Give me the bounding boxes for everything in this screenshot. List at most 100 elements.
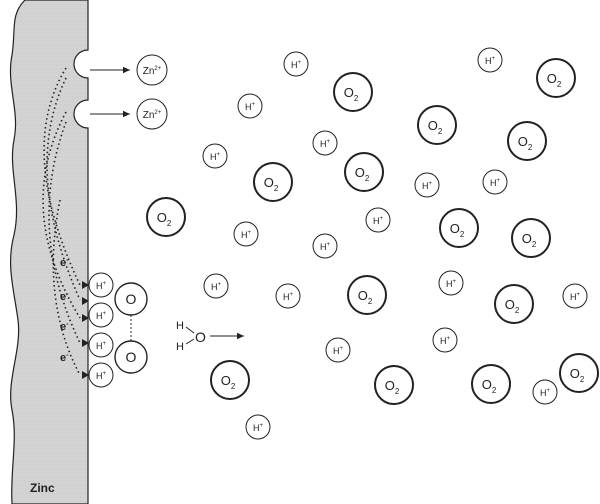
svg-text:O2: O2 (344, 85, 359, 103)
hydrogen-ion (414, 172, 440, 198)
hydrogen-ion (233, 221, 259, 247)
zinc-ions: Zn2+ Zn2+ (90, 54, 168, 130)
electron-label: e- (60, 291, 69, 303)
electron-label: e- (60, 352, 69, 364)
oxygen-molecule (494, 284, 534, 324)
svg-text:H+: H+ (485, 56, 496, 66)
electron-arrowheads (82, 281, 89, 379)
svg-text:H+: H+ (422, 181, 433, 191)
oxygen-atom (114, 282, 148, 316)
hydrogen-ion (283, 51, 309, 77)
svg-text:Zn2+: Zn2+ (143, 110, 162, 121)
svg-text:O2: O2 (157, 210, 172, 228)
svg-text:H+: H+ (440, 336, 451, 346)
electron-path (48, 121, 81, 344)
svg-text:O2: O2 (355, 165, 370, 183)
svg-text:H+: H+ (241, 230, 252, 240)
free-hydrogen-ions: H+ H+ H+ H+ H+ H+ H+ H+ H+ H+ H+ H+ H+ H… (202, 47, 588, 440)
svg-text:O2: O2 (450, 221, 465, 239)
surface-hydrogen-ions: H+ H+ H+ H+ (88, 272, 114, 388)
hydrogen-ion (88, 272, 114, 298)
svg-text:H+: H+ (96, 341, 107, 351)
svg-text:O2: O2 (482, 377, 497, 395)
electron-path (43, 67, 81, 286)
oxygen-molecule (347, 275, 387, 315)
svg-text:H+: H+ (283, 292, 294, 302)
hydrogen-ion (88, 362, 114, 388)
svg-text:Zn2+: Zn2+ (143, 66, 162, 77)
zinc-label: Zinc (30, 481, 55, 495)
hydrogen-ion (245, 414, 271, 440)
electron-label: e- (60, 257, 69, 269)
svg-text:H+: H+ (320, 139, 331, 149)
svg-text:O2: O2 (428, 118, 443, 136)
hydrogen-ion (477, 47, 503, 73)
oxygen-molecule (536, 58, 576, 98)
electron-paths (42, 67, 81, 376)
zinc-ion (136, 98, 168, 130)
svg-text:H+: H+ (490, 178, 501, 188)
oxygen-molecule (146, 197, 186, 237)
svg-text:H+: H+ (320, 242, 331, 252)
svg-text:H+: H+ (446, 279, 457, 289)
hydrogen-ion (432, 327, 458, 353)
svg-text:H: H (176, 341, 184, 353)
oxygen-molecule (333, 72, 373, 112)
svg-text:O2: O2 (358, 288, 373, 306)
hydrogen-ion (312, 233, 338, 259)
svg-text:H+: H+ (96, 281, 107, 291)
svg-text:O2: O2 (518, 134, 533, 152)
oxygen-molecule (417, 105, 457, 145)
hydrogen-ion (482, 169, 508, 195)
hydrogen-ion (562, 283, 588, 309)
hydrogen-ion (325, 337, 351, 363)
svg-text:O2: O2 (522, 231, 537, 249)
hydrogen-ion (237, 93, 263, 119)
svg-text:O2: O2 (570, 366, 585, 384)
hydrogen-ion (88, 302, 114, 328)
svg-text:O2: O2 (264, 175, 279, 193)
hydrogen-ion (202, 143, 228, 169)
oxygen-molecule (439, 208, 479, 248)
oxygen-molecule (471, 364, 511, 404)
hydrogen-ion (532, 379, 558, 405)
svg-text:H+: H+ (373, 216, 384, 226)
electron-path (46, 77, 81, 301)
svg-text:H+: H+ (96, 371, 107, 381)
svg-text:H+: H+ (291, 60, 302, 70)
oxygen-molecule (511, 218, 551, 258)
hydrogen-ion (88, 332, 114, 358)
svg-text:O2: O2 (505, 297, 520, 315)
electron-label: e- (60, 321, 69, 333)
oxygen-atom (114, 340, 148, 374)
surface-oxygen-atoms: O O (114, 282, 148, 374)
electrons: e- e- e- e- (60, 257, 69, 364)
hydrogen-ion (203, 273, 229, 299)
electron-path (42, 111, 81, 319)
svg-text:H+: H+ (570, 292, 581, 302)
oxygen-molecule (344, 152, 384, 192)
svg-text:H+: H+ (245, 102, 256, 112)
oxygen-molecule (374, 365, 414, 405)
hydrogen-ion (365, 207, 391, 233)
svg-text:H+: H+ (96, 311, 107, 321)
oxygen-molecule (507, 121, 547, 161)
svg-text:O: O (126, 291, 137, 307)
svg-text:H: H (176, 320, 184, 332)
hydrogen-ion (312, 130, 338, 156)
svg-text:H+: H+ (253, 423, 264, 433)
oxygen-molecules: O2 O2 O2 O2 O2 O2 O2 O2 O2 O2 O2 O2 O2 O… (146, 58, 599, 405)
svg-text:O2: O2 (221, 373, 236, 391)
svg-text:H+: H+ (540, 388, 551, 398)
svg-text:H+: H+ (210, 152, 221, 162)
water-molecule: H H O (176, 320, 244, 353)
electron-path (52, 199, 81, 376)
oxygen-molecule (210, 360, 250, 400)
svg-text:H+: H+ (211, 282, 222, 292)
svg-text:H+: H+ (333, 346, 344, 356)
svg-text:O: O (195, 329, 206, 345)
svg-text:O2: O2 (547, 71, 562, 89)
oxygen-molecule (253, 162, 293, 202)
svg-text:O2: O2 (385, 378, 400, 396)
